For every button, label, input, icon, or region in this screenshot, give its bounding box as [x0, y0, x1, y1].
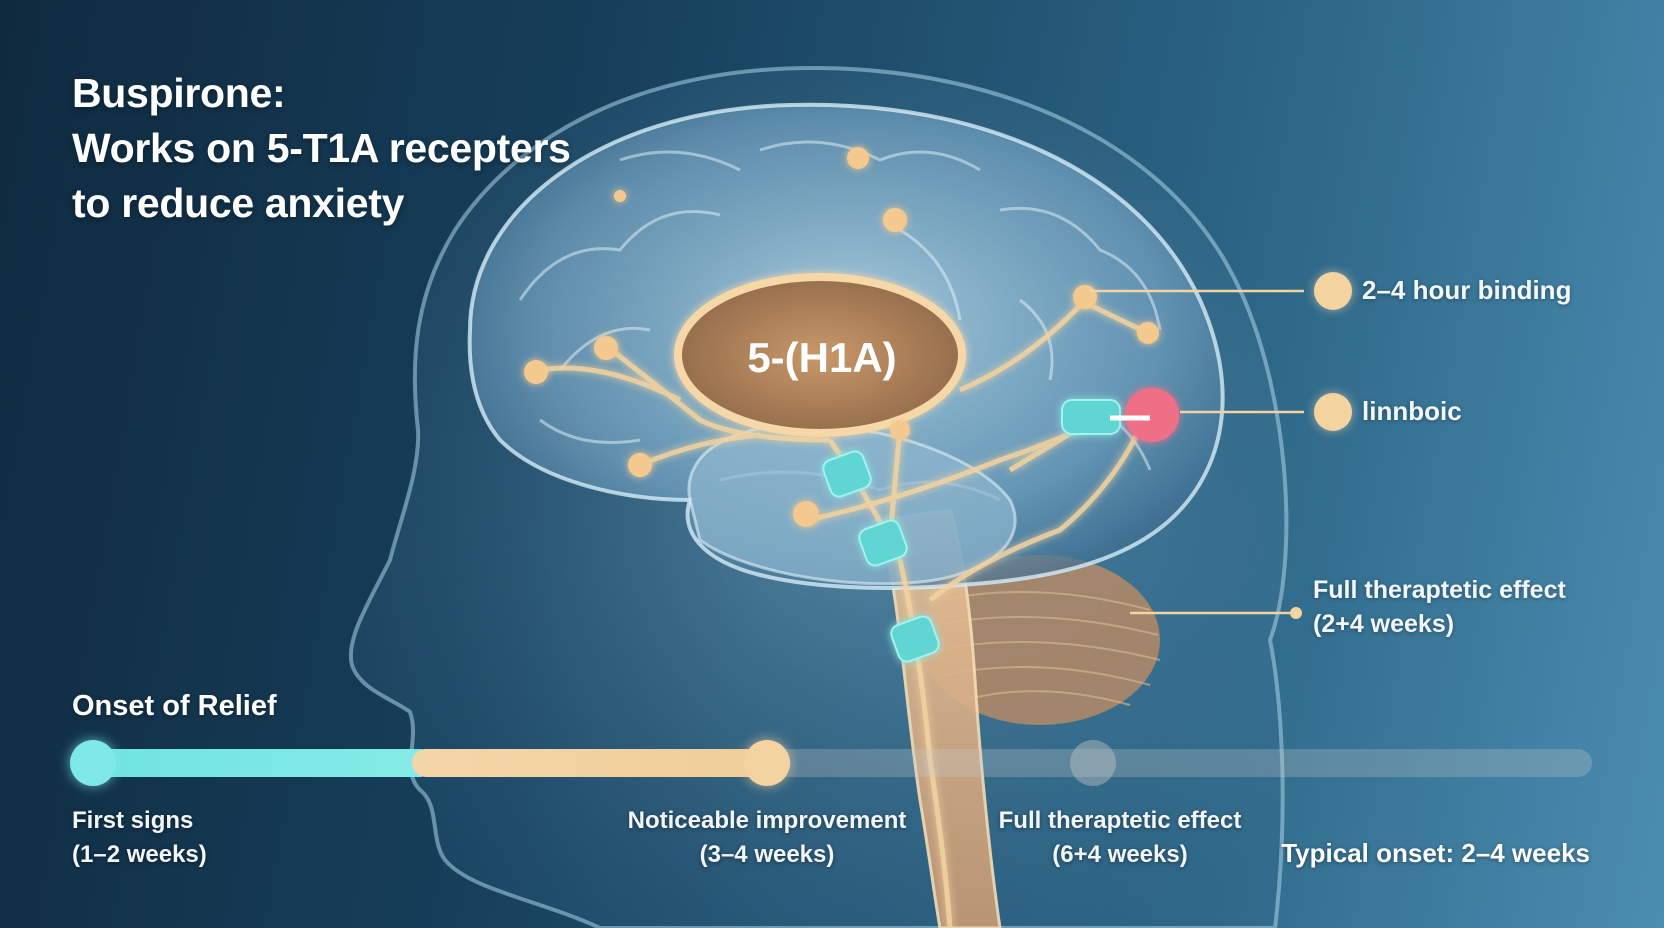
milestone-duration: (3–4 weeks): [699, 841, 835, 868]
timeline-segment-mid: [412, 749, 772, 777]
receptor-core: [674, 273, 966, 437]
page-title: Buspirone: Works on 5-T1A recepters to r…: [72, 66, 692, 231]
milestone-full-effect: Full theraptetic effect (6+4 weeks): [990, 804, 1250, 872]
receptor-label: 5-(H1A): [747, 334, 896, 381]
timeline-node-improvement: [744, 740, 790, 786]
limbic-marker: [1125, 388, 1179, 442]
timeline-node-first-signs: [70, 740, 116, 786]
milestone-duration: (6+4 weeks): [1052, 841, 1188, 868]
milestone-label: Noticeable improvement: [627, 807, 907, 834]
binding-dot-icon: [1314, 272, 1352, 310]
cerebellum: [920, 555, 1160, 725]
full-effect-callout: Full theraptetic effect (2+4 weeks): [1313, 573, 1566, 641]
milestone-label: First signs: [72, 807, 194, 834]
typical-onset: Typical onset: 2–4 weeks: [1281, 838, 1590, 868]
milestone-improvement: Noticeable improvement (3–4 weeks): [622, 804, 912, 872]
timeline-title: Onset of Relief: [72, 690, 277, 722]
binding-callout: 2–4 hour binding: [1362, 275, 1572, 305]
temporal-lobe: [687, 422, 1017, 586]
title-line-1: Buspirone:: [72, 70, 286, 116]
full-effect-callout-line-1: Full theraptetic effect: [1313, 576, 1566, 604]
full-effect-callout-line-2: (2+4 weeks): [1313, 610, 1455, 638]
timeline-node-full-effect: [1070, 740, 1116, 786]
milestone-duration: (1–2 weeks): [72, 841, 207, 868]
timeline-segment-early: [92, 749, 422, 777]
title-line-3: to reduce anxiety: [72, 180, 405, 226]
limbic-dot-icon: [1314, 393, 1352, 431]
milestone-first-signs: First signs (1–2 weeks): [72, 804, 207, 872]
limbic-callout: linnboic: [1362, 396, 1462, 426]
milestone-label: Full theraptetic effect: [998, 807, 1242, 834]
title-line-2: Works on 5-T1A recepters: [72, 125, 571, 171]
